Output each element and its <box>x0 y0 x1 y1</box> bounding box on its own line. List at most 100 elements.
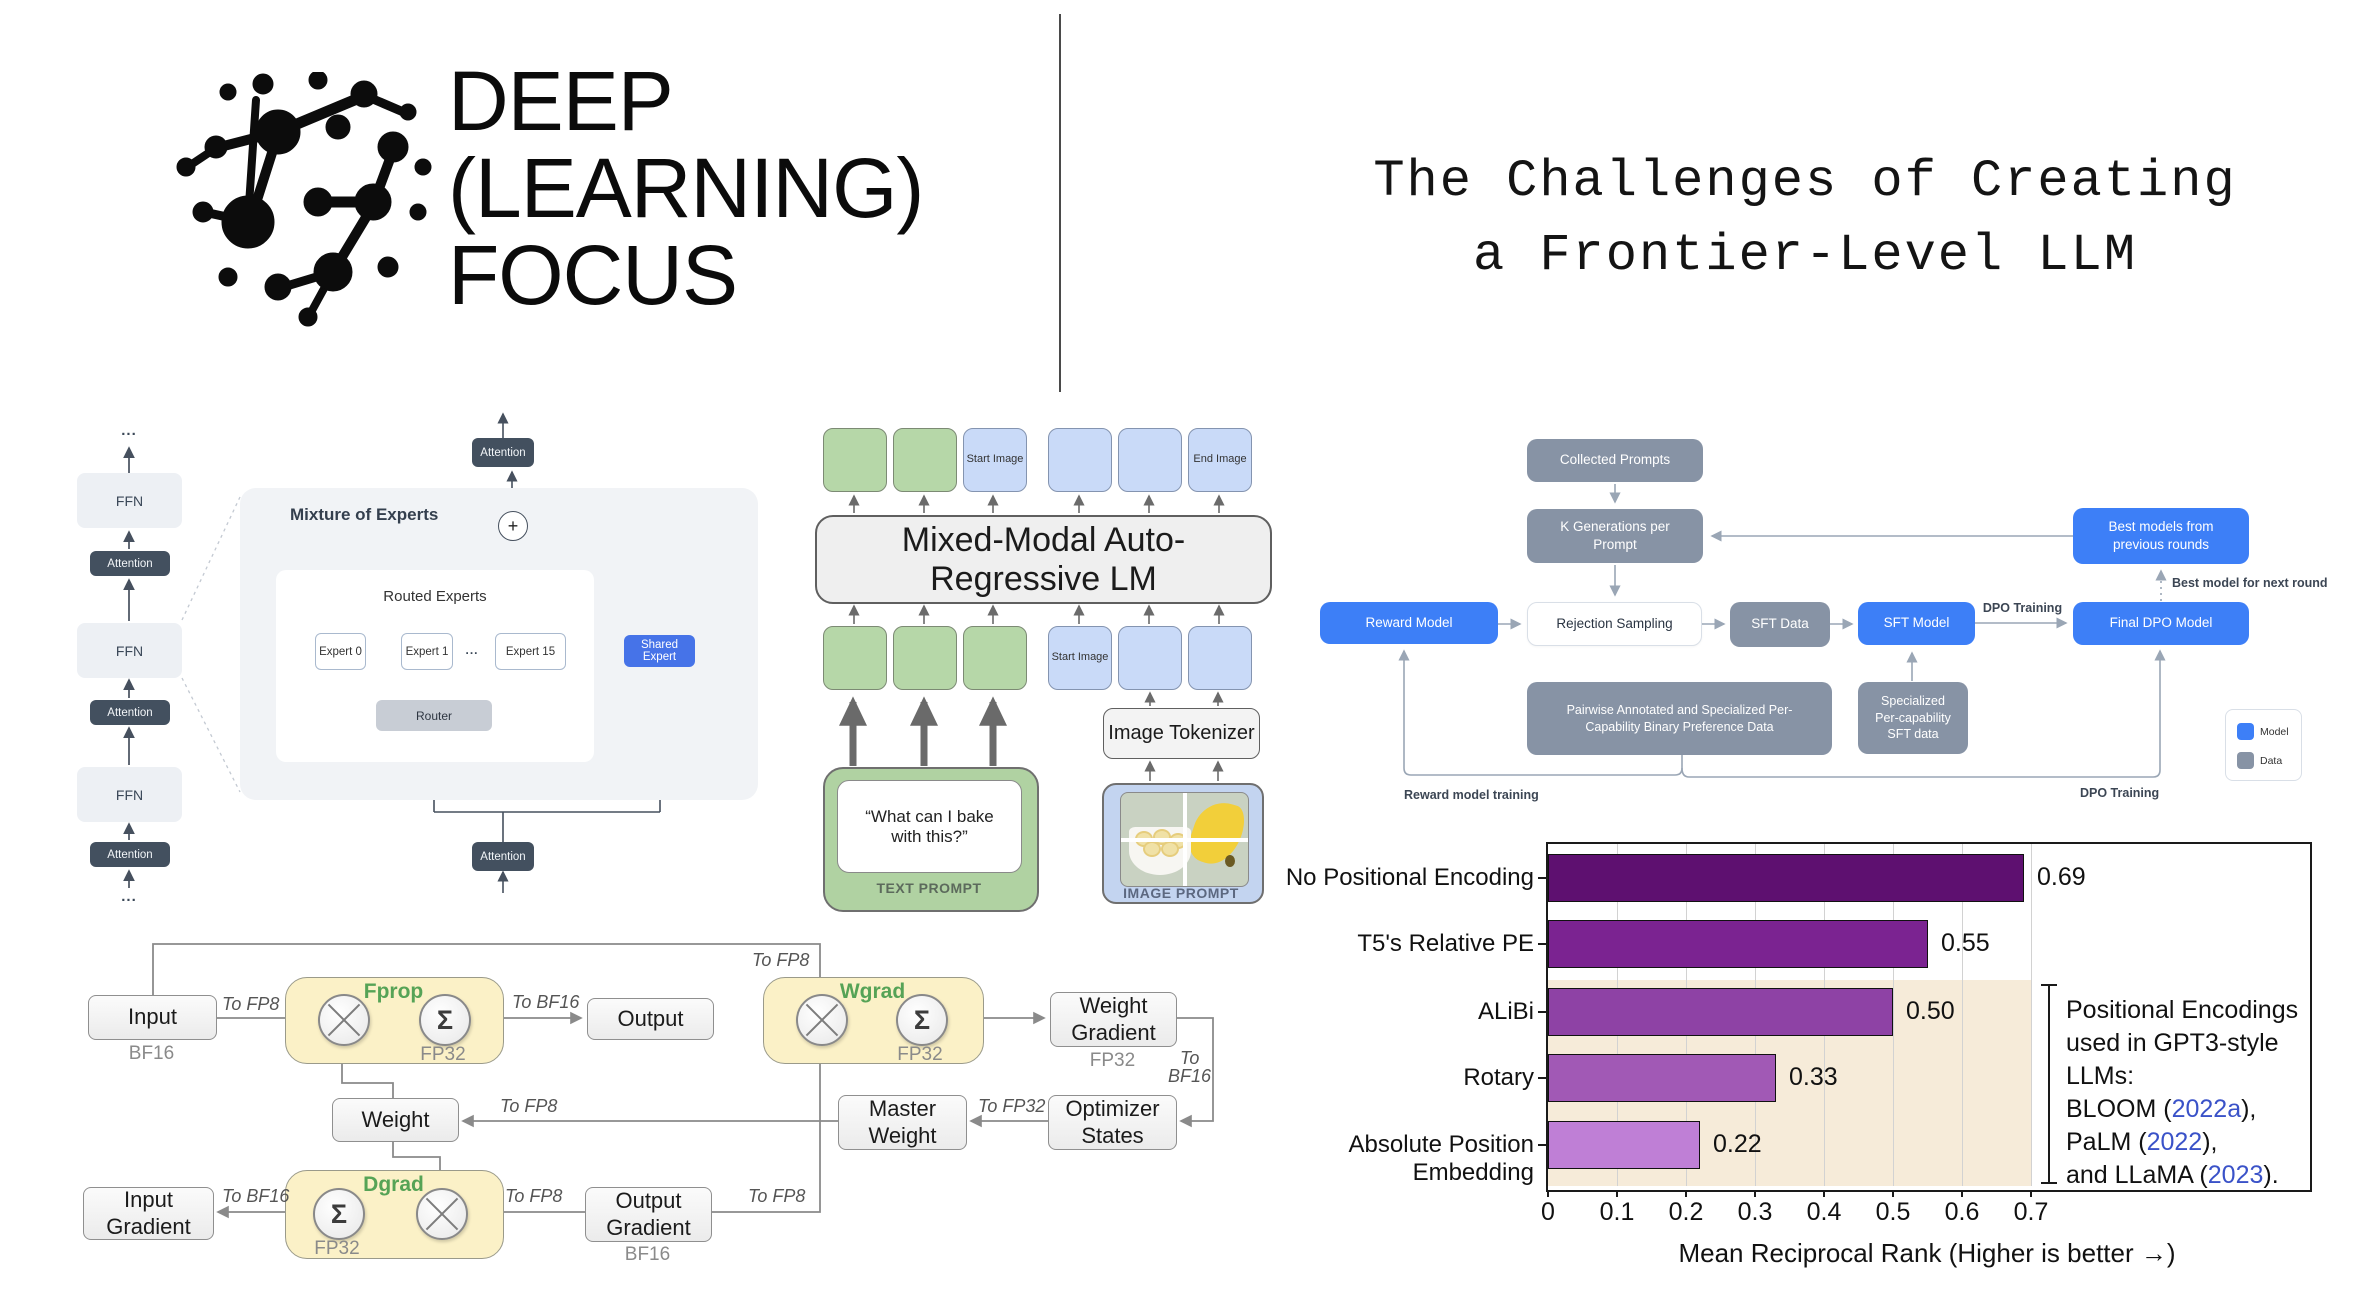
experts-ellipsis: ... <box>465 643 479 657</box>
multiply-icon <box>416 1188 468 1240</box>
y-tick-mark <box>1538 1011 1546 1013</box>
fprop-label: Fprop <box>363 980 424 1003</box>
citation-year: 2022a <box>2171 1095 2242 1123</box>
annotation-bracket-cap <box>2041 1182 2057 1184</box>
gridline <box>1962 844 1963 1186</box>
token-start-image-bottom: Start Image <box>1048 626 1112 690</box>
router-box: Router <box>376 700 492 731</box>
page-title-line-1: The Challenges of Creating <box>1373 152 2237 211</box>
bar-value-label: 0.33 <box>1789 1063 1838 1091</box>
x-tick-mark <box>1823 1190 1825 1197</box>
output-gradient-bf16-label: BF16 <box>624 1244 671 1265</box>
ffn-block-1: FFN <box>77 473 182 528</box>
specialized-sft-data-box: Specialized Per-capability SFT data <box>1858 682 1968 754</box>
expert-15-box: Expert 15 <box>495 633 566 670</box>
pairwise-preference-data-box: Pairwise Annotated and Specialized Per-C… <box>1527 682 1832 755</box>
x-tick-label: 0.1 <box>1599 1198 1635 1226</box>
x-tick-mark <box>1961 1190 1963 1197</box>
y-tick-mark <box>1538 1144 1546 1146</box>
annotation-ref-line: PaLM (2022), <box>2066 1128 2218 1156</box>
best-model-next-round-label: Best model for next round <box>2172 576 2328 590</box>
expert-0-box: Expert 0 <box>315 633 366 670</box>
legend-data-swatch <box>2237 752 2254 769</box>
output-box: Output <box>587 998 714 1040</box>
category-label: ALiBi <box>1477 998 1534 1025</box>
token-blue-bottom-1 <box>1118 626 1182 690</box>
legend-data-label: Data <box>2260 755 2283 767</box>
citation-year: 2023 <box>2207 1161 2264 1189</box>
text-prompt-label: TEXT PROMPT <box>876 880 982 896</box>
photo-grid-line <box>1121 837 1248 842</box>
dpo-training-arrow-label: DPO Training <box>1982 601 2063 615</box>
attention-block-3: Attention <box>90 842 170 867</box>
annotation-line: used in GPT3-style <box>2066 1029 2279 1057</box>
to-fp8-label-wgrad-top: To FP8 <box>752 950 810 970</box>
token-blue-top-1 <box>1048 428 1112 492</box>
token-green-top-1 <box>823 428 887 492</box>
bar <box>1548 1054 1776 1102</box>
rejection-sampling-box: Rejection Sampling <box>1527 602 1702 646</box>
weight-gradient-box: Weight Gradient <box>1050 992 1177 1047</box>
rlhf-legend: Model Data <box>2225 709 2302 781</box>
x-tick-label: 0.7 <box>2013 1198 2049 1226</box>
reward-model-training-label: Reward model training <box>1404 788 1539 802</box>
category-label: Absolute Position Embedding <box>1348 1131 1534 1186</box>
category-label: Rotary <box>1463 1064 1534 1091</box>
bar-value-label: 0.22 <box>1713 1130 1762 1158</box>
bar <box>1548 854 2024 902</box>
token-start-image-top: Start Image <box>963 428 1027 492</box>
wgrad-label: Wgrad <box>839 980 906 1003</box>
y-tick-mark <box>1538 1077 1546 1079</box>
weight-gradient-fp32-label: FP32 <box>1089 1050 1136 1071</box>
annotation-bracket-cap <box>2041 984 2057 986</box>
gridline <box>1893 844 1894 1186</box>
moe-panel-title: Mixture of Experts <box>290 505 439 524</box>
y-tick-mark <box>1538 877 1546 879</box>
bar <box>1548 988 1893 1036</box>
weight-box: Weight <box>332 1098 459 1142</box>
sum-plus-icon: + <box>498 511 528 541</box>
output-gradient-box: Output Gradient <box>585 1187 712 1242</box>
final-dpo-model-box: Final DPO Model <box>2073 602 2249 645</box>
dgrad-fp32-label: FP32 <box>314 1238 360 1259</box>
sum-icon-wgrad: Σ <box>896 994 948 1046</box>
text-prompt-thick-arrows <box>839 696 1007 766</box>
ffn-block-2: FFN <box>77 623 182 678</box>
x-tick-label: 0.6 <box>1944 1198 1980 1226</box>
x-tick-mark <box>1754 1190 1756 1197</box>
image-tokenizer-box: Image Tokenizer <box>1103 708 1260 759</box>
shared-expert-box: Shared Expert <box>624 635 695 667</box>
best-models-box: Best models from previous rounds <box>2073 508 2249 564</box>
sum-icon-dgrad: Σ <box>313 1188 365 1240</box>
page-title-line-2: a Frontier-Level LLM <box>1472 226 2138 285</box>
x-tick-mark <box>1616 1190 1618 1197</box>
image-prompt-photo <box>1120 792 1249 887</box>
bar <box>1548 1121 1700 1169</box>
moe-attention-top: Attention <box>472 438 534 467</box>
x-tick-label: 0.5 <box>1875 1198 1911 1226</box>
sft-data-box: SFT Data <box>1730 602 1830 647</box>
ffn-block-3: FFN <box>77 767 182 822</box>
legend-model-label: Model <box>2260 726 2289 738</box>
bar-value-label: 0.55 <box>1941 929 1990 957</box>
header-divider <box>1059 14 1061 392</box>
token-end-image-top: End Image <box>1188 428 1252 492</box>
banana-tip-shape <box>1225 855 1235 867</box>
annotation-ref-line: BLOOM (2022a), <box>2066 1095 2257 1123</box>
x-tick-label: 0 <box>1541 1198 1555 1226</box>
optimizer-states-box: Optimizer States <box>1048 1095 1177 1150</box>
annotation-line: Positional Encodings <box>2066 996 2299 1024</box>
bf16-label: BF16 <box>1168 1066 1212 1086</box>
multiply-icon <box>318 994 370 1046</box>
gridline <box>2031 844 2032 1186</box>
input-box: Input <box>88 995 217 1040</box>
legend-model-swatch <box>2237 723 2254 740</box>
to-fp8-label-og-left: To FP8 <box>505 1186 563 1206</box>
rlhf-arrows <box>1398 484 2167 778</box>
bar <box>1548 920 1928 968</box>
master-weight-box: Master Weight <box>838 1095 967 1150</box>
token-blue-bottom-2 <box>1188 626 1252 690</box>
x-tick-label: 0.4 <box>1806 1198 1842 1226</box>
moe-expansion-dashes <box>181 496 241 793</box>
token-green-top-2 <box>893 428 957 492</box>
